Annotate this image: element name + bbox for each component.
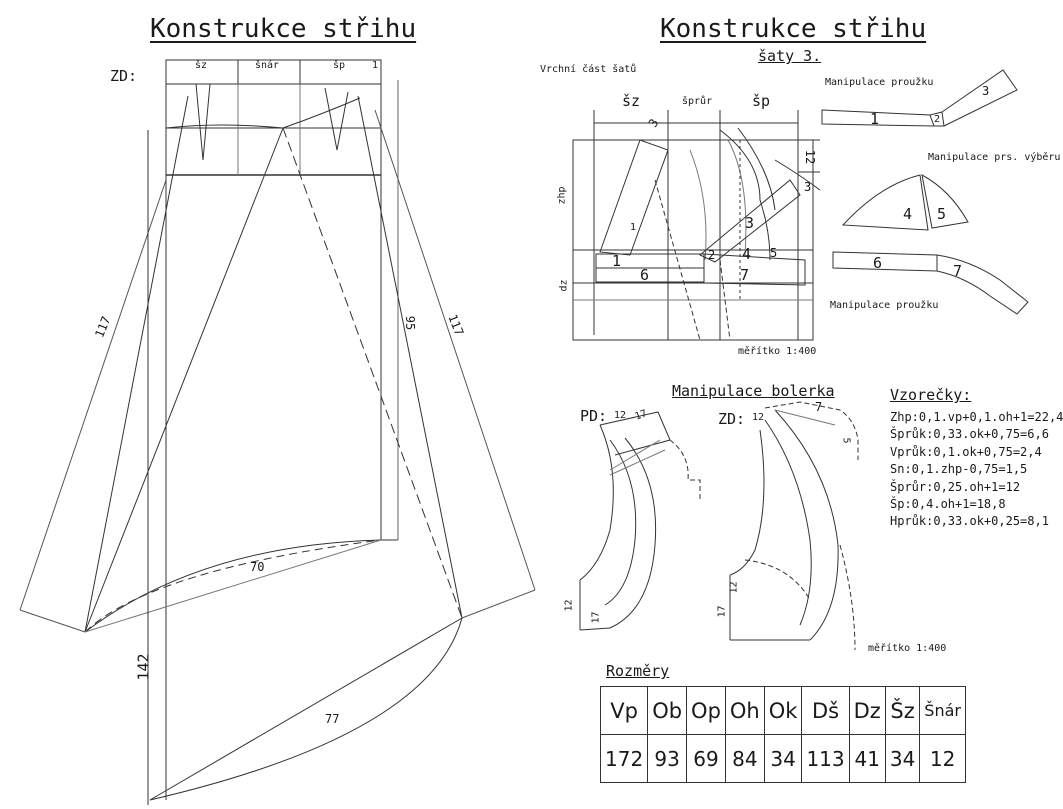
formula-line: Sn:0,1.zhp-0,75=1,5 [890, 462, 1028, 477]
size-value: 34 [763, 734, 803, 783]
size-header: Šnár [919, 686, 966, 735]
formula-line: Šprůk:0,33.ok+0,75=6,6 [890, 427, 1049, 442]
bodice-side-zhp: zhp [556, 186, 568, 205]
bolero-num-12-zd: 12 [752, 412, 765, 423]
size-header: Ok [763, 686, 803, 735]
bolero-num-12-pd-bottom: 12 [563, 599, 575, 612]
segment-snar: šnár [255, 60, 280, 71]
formulas-list: Zhp:0,1.vp+0,1.oh+1=22,4 Šprůk:0,33.ok+0… [890, 409, 1063, 531]
size-value: 113 [801, 734, 850, 783]
bolero-num-17-pd-bottom: 17 [590, 611, 602, 624]
bust-dart-manipulation [841, 174, 969, 231]
sizes-title: Rozměry [606, 662, 670, 680]
manip-strap-bottom-label: Manipulace proužku [830, 300, 939, 311]
sizes-value-row: 172 93 69 84 34 113 41 34 12 [599, 734, 966, 783]
strap-num-6: 6 [873, 254, 883, 272]
segment-sz: šz [195, 60, 208, 71]
manip-bust-label: Manipulace prs. výběru [928, 152, 1061, 163]
bolero-num-12-pd: 12 [614, 410, 627, 421]
bodice-num-6: 6 [640, 266, 650, 284]
dim-95: 95 [403, 315, 418, 331]
size-value: 69 [686, 734, 726, 783]
bolero-num-5: 5 [840, 437, 852, 444]
bolero-pd-label: PD: [580, 407, 608, 425]
dim-142: 142 [134, 653, 153, 681]
bodice-num-5: 5 [770, 246, 778, 260]
bodice-num-4: 4 [742, 245, 752, 263]
bodice-side-dz: dz [558, 279, 570, 292]
size-value: 84 [724, 734, 765, 783]
size-value: 41 [848, 734, 886, 783]
formula-line: Šprůr:0,25.oh+1=12 [890, 479, 1021, 494]
size-value: 172 [599, 734, 649, 783]
size-value: 34 [884, 734, 921, 783]
strap-manipulation-top [821, 69, 1018, 127]
bodice-col-sz: šz [622, 92, 641, 110]
bolero-num-7: 7 [815, 400, 823, 414]
bust-num-4: 4 [903, 205, 913, 223]
bolero-zd [729, 401, 859, 651]
sizes-header-row: Vp Ob Op Oh Ok Dš Dz Šz Šnár [599, 686, 966, 735]
bolero-scale: měřítko 1:400 [868, 643, 947, 654]
size-header: Ob [647, 686, 688, 735]
bolero-title: Manipulace bolerka [672, 382, 835, 400]
segment-1: 1 [372, 60, 379, 71]
segment-sp: šp [333, 60, 346, 71]
strap-num-3: 3 [982, 84, 990, 98]
bodice-scale: měřítko 1:400 [738, 346, 817, 357]
skirt-construction [19, 59, 536, 805]
bodice-num-3: 3 [745, 214, 755, 232]
bodice-num-1: 1 [612, 252, 622, 270]
bodice-num-12: 12 [803, 149, 818, 165]
formula-line: Hprůk:0,33.ok+0,25=8,1 [890, 514, 1049, 529]
bolero-num-12-zd-bottom: 12 [728, 581, 740, 594]
formula-line: Zhp:0,1.vp+0,1.oh+1=22,4 [890, 410, 1063, 424]
bolero-pd [579, 411, 701, 631]
size-header: Dš [801, 686, 850, 735]
sizes-table: Vp Ob Op Oh Ok Dš Dz Šz Šnár 172 93 69 8… [599, 686, 966, 783]
bust-num-5: 5 [937, 205, 947, 223]
size-header: Oh [724, 686, 765, 735]
manip-strap-top-label: Manipulace proužku [825, 77, 934, 88]
size-header: Šz [884, 686, 921, 735]
bolero-zd-label: ZD: [718, 410, 746, 428]
bodice-num-7: 7 [740, 266, 750, 284]
left-title: Konstrukce střihu [150, 14, 417, 44]
strap-num-7: 7 [953, 262, 963, 280]
bolero-num-17-zd-bottom: 17 [716, 605, 728, 618]
bodice-num-1-small: 1 [630, 222, 637, 233]
strap-num-2: 2 [934, 114, 941, 125]
strap-num-1: 1 [870, 110, 880, 128]
formula-line: Vprůk:0,1.ok+0,75=2,4 [890, 444, 1042, 459]
upper-part-label: Vrchní část šatů [540, 64, 637, 75]
size-header: Dz [848, 686, 886, 735]
zd-label: ZD: [110, 67, 138, 85]
bodice-num-3-side: 3 [804, 180, 812, 194]
right-title: Konstrukce střihu [660, 14, 927, 44]
formulas-title: Vzorečky: [890, 386, 972, 404]
size-value: 12 [919, 734, 966, 783]
bodice-num-2: 2 [708, 248, 716, 262]
right-subtitle: šaty 3. [758, 47, 822, 65]
bodice-construction [572, 110, 821, 341]
dim-70: 70 [250, 560, 265, 574]
dim-77: 77 [325, 712, 340, 726]
bodice-col-sp: šp [752, 92, 771, 110]
size-header: Op [686, 686, 726, 735]
size-header: Vp [599, 686, 649, 735]
bodice-col-sprur: šprůr [682, 96, 713, 107]
strap-manipulation-bottom [832, 251, 1029, 315]
formula-line: Šp:0,4.oh+1=18,8 [890, 497, 1006, 512]
size-value: 93 [647, 734, 688, 783]
